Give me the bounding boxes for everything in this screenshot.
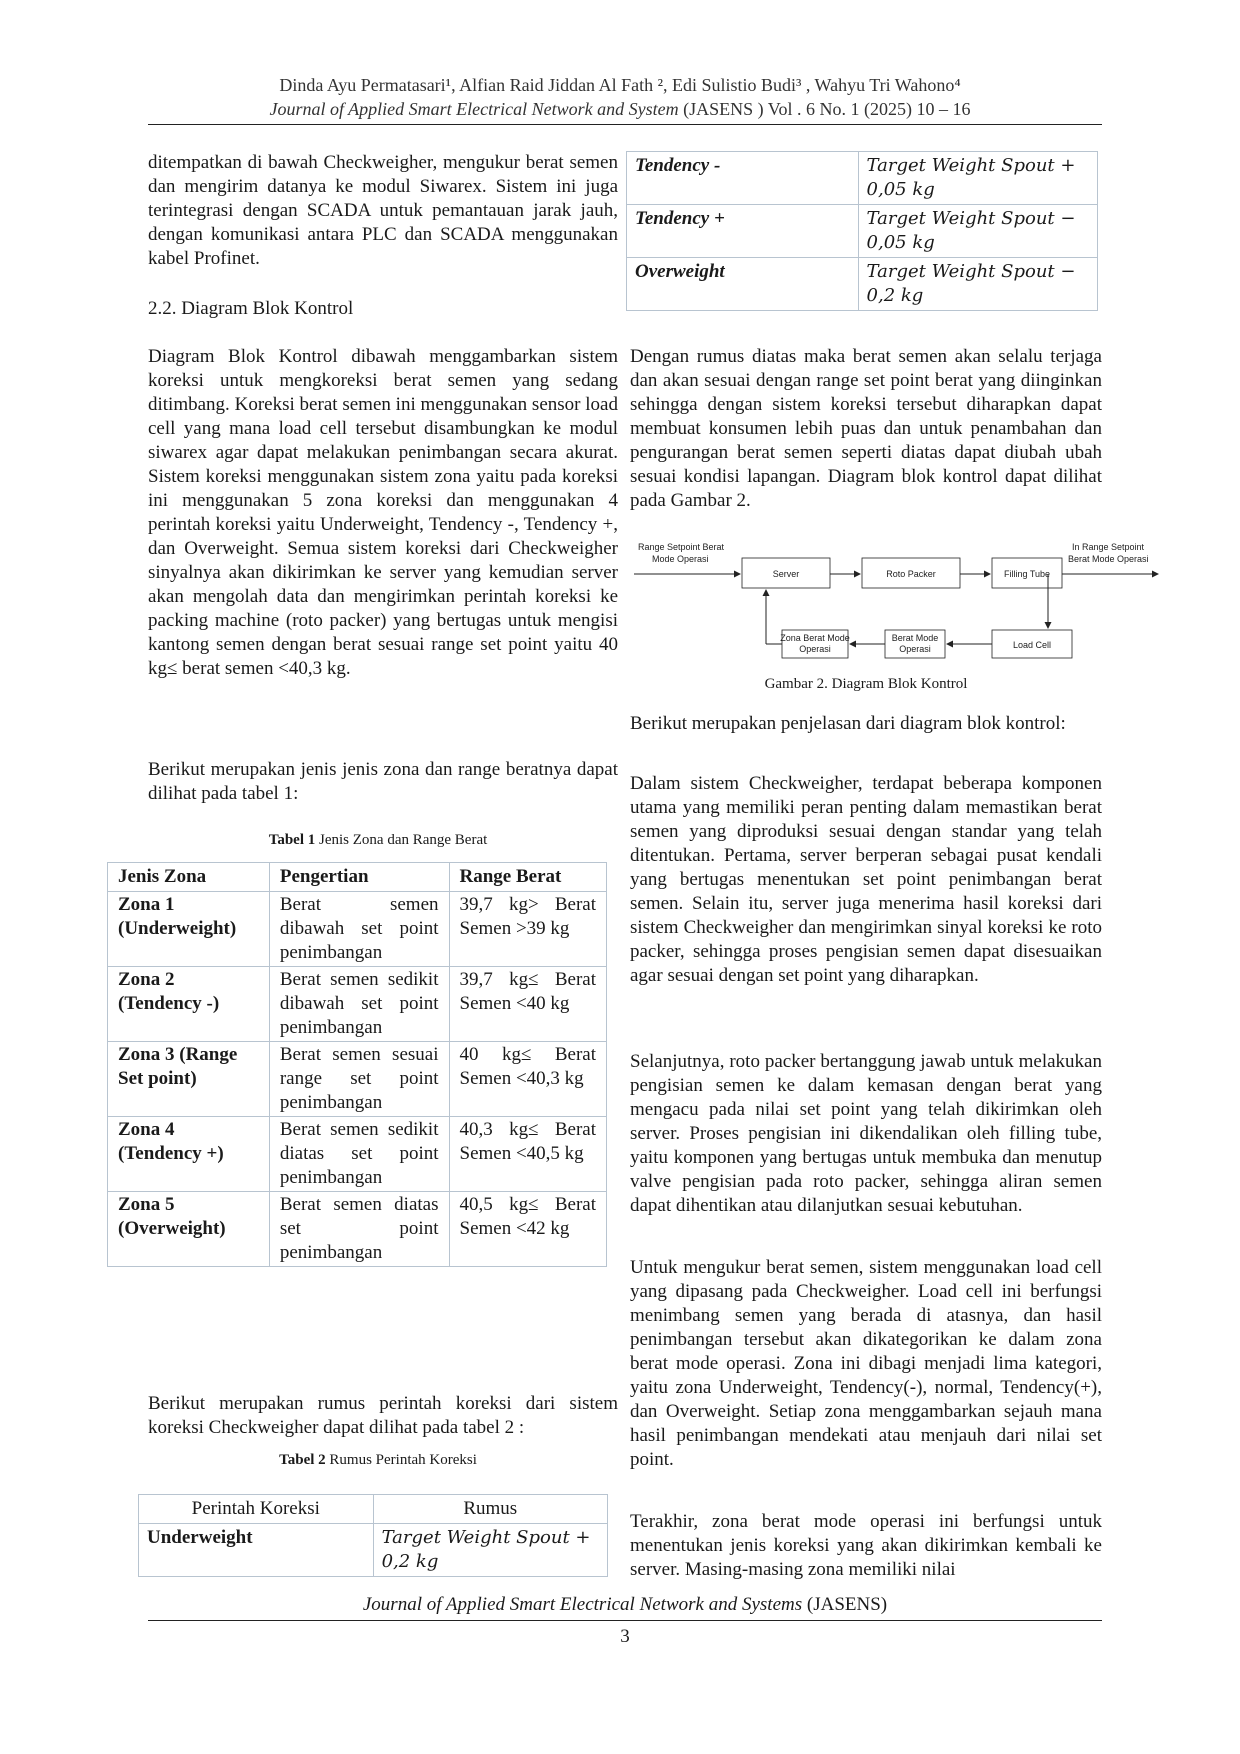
table-cell: Target Weight Spout + 0,2 kg <box>372 1523 609 1577</box>
footer-journal-name: Journal of Applied Smart Electrical Netw… <box>362 1594 803 1615</box>
diagram-output-label: Berat Mode Operasi <box>1068 554 1149 564</box>
table-row: Underweight Target Weight Spout + 0,2 kg <box>138 1523 609 1577</box>
section-heading: 2.2. Diagram Blok Kontrol <box>148 298 354 319</box>
table-header-cell: Pengertian <box>268 862 450 892</box>
table-cell: 39,7 kg≤ Berat Semen <40 kg <box>448 966 607 1042</box>
header-authors: Dinda Ayu Permatasari¹, Alfian Raid Jidd… <box>279 75 961 95</box>
table-row: Overweight Target Weight Spout − 0,2 kg <box>626 257 1099 311</box>
table-header-cell: Perintah Koreksi <box>138 1494 374 1524</box>
table-cell: 40,5 kg≤ Berat Semen <42 kg <box>448 1191 607 1267</box>
table-row: Tendency - Target Weight Spout + 0,05 kg <box>626 151 1099 205</box>
table-row: Zona 1 (Underweight) Berat semen dibawah… <box>107 891 607 967</box>
table1-caption-text: Jenis Zona dan Range Berat <box>315 832 488 848</box>
table-cell: Zona 4 (Tendency +) <box>107 1116 270 1192</box>
table-header-row: Perintah Koreksi Rumus <box>138 1494 609 1524</box>
diagram-block-label: Zona Berat Mode <box>780 633 850 643</box>
table-cell: Zona 2 (Tendency -) <box>107 966 270 1042</box>
header-rule <box>148 124 1102 125</box>
table-cell: Tendency + <box>626 204 859 258</box>
table-header-cell: Rumus <box>372 1494 609 1524</box>
footer-rule <box>148 1620 1102 1621</box>
table2-caption-label: Tabel 2 <box>279 1452 326 1468</box>
table-header-cell: Jenis Zona <box>107 862 270 892</box>
diagram-block-label: Filling Tube <box>1004 569 1050 579</box>
footer-journal-abbr: (JASENS) <box>802 1594 888 1615</box>
header-journal-volume: (JASENS ) Vol . 6 No. 1 (2025) 10 – 16 <box>678 99 971 119</box>
page-number: 3 <box>620 1626 630 1647</box>
diagram-block-label: Berat Mode <box>892 633 939 643</box>
table1-caption: Tabel 1 Jenis Zona dan Range Berat <box>148 832 608 849</box>
right-paragraph-4: Selanjutnya, roto packer bertanggung jaw… <box>630 1051 1102 1216</box>
figure-caption: Gambar 2. Diagram Blok Kontrol <box>764 676 968 692</box>
right-paragraph-2: Berikut merupakan penjelasan dari diagra… <box>630 713 1066 734</box>
table-cell: Zona 3 (Range Set point) <box>107 1041 270 1117</box>
diagram-block-label: Server <box>773 569 800 579</box>
block-diagram: Range Setpoint Berat Mode Operasi In Ran… <box>634 542 1159 659</box>
left-paragraph-3: Berikut merupakan jenis jenis zona dan r… <box>148 759 618 804</box>
table-cell: Berat semen sedikit diatas set point pen… <box>268 1116 450 1192</box>
table-cell: Underweight <box>138 1523 374 1577</box>
diagram-block-berat-mode <box>884 629 946 659</box>
left-paragraph-1: ditempatkan di bawah Checkweigher, mengu… <box>148 152 618 269</box>
table-cell: Target Weight Spout + 0,05 kg <box>857 151 1099 205</box>
formula-table-continued: Tendency - Target Weight Spout + 0,05 kg… <box>626 151 1099 311</box>
table-header-row: Jenis Zona Pengertian Range Berat <box>107 862 607 892</box>
diagram-input-label: Range Setpoint Berat <box>638 542 725 552</box>
diagram-block-label: Roto Packer <box>886 569 936 579</box>
table-row: Zona 2 (Tendency -) Berat semen sedikit … <box>107 966 607 1042</box>
table-cell: Zona 1 (Underweight) <box>107 891 270 967</box>
diagram-block-label: Operasi <box>899 644 931 654</box>
left-paragraph-4: Berikut merupakan rumus perintah koreksi… <box>148 1393 618 1438</box>
table-cell: 40 kg≤ Berat Semen <40,3 kg <box>448 1041 607 1117</box>
header-journal: Journal of Applied Smart Electrical Netw… <box>150 99 1090 120</box>
table1-caption-label: Tabel 1 <box>268 832 316 848</box>
table-cell: Berat semen diatas set point penimbangan <box>268 1191 450 1267</box>
header-journal-name: Journal of Applied Smart Electrical Netw… <box>269 99 679 119</box>
table-cell: Berat semen dibawah set point penimbanga… <box>268 891 450 967</box>
diagram-block-load-cell <box>991 629 1073 659</box>
formula-table: Perintah Koreksi Rumus Underweight Targe… <box>138 1494 609 1577</box>
table-cell: 40,3 kg≤ Berat Semen <40,5 kg <box>448 1116 607 1192</box>
right-paragraph-5: Untuk mengukur berat semen, sistem mengg… <box>630 1257 1102 1470</box>
table-row: Tendency + Target Weight Spout − 0,05 kg <box>626 204 1099 258</box>
table-row: Zona 4 (Tendency +) Berat semen sedikit … <box>107 1116 607 1192</box>
table-cell: 39,7 kg> Berat Semen >39 kg <box>448 891 607 967</box>
diagram-output-label: In Range Setpoint <box>1072 542 1145 552</box>
zone-table: Jenis Zona Pengertian Range Berat Zona 1… <box>107 862 607 1267</box>
table-cell: Target Weight Spout − 0,2 kg <box>857 257 1099 311</box>
table2-caption: Tabel 2 Rumus Perintah Koreksi <box>148 1452 608 1469</box>
right-paragraph-6: Terakhir, zona berat mode operasi ini be… <box>630 1511 1102 1580</box>
diagram-block-label: Load Cell <box>1013 640 1051 650</box>
table-row: Zona 5 (Overweight) Berat semen diatas s… <box>107 1191 607 1267</box>
table-cell: Berat semen sedikit dibawah set point pe… <box>268 966 450 1042</box>
table-cell: Berat semen sesuai range set point penim… <box>268 1041 450 1117</box>
diagram-block-roto-packer <box>861 557 961 589</box>
left-paragraph-2: Diagram Blok Kontrol dibawah menggambark… <box>148 346 618 679</box>
diagram-block-filling-tube <box>991 557 1063 589</box>
table-cell: Zona 5 (Overweight) <box>107 1191 270 1267</box>
table-row: Zona 3 (Range Set point) Berat semen ses… <box>107 1041 607 1117</box>
diagram-block-label: Operasi <box>799 644 831 654</box>
diagram-input-label: Mode Operasi <box>652 554 709 564</box>
right-paragraph-3: Dalam sistem Checkweigher, terdapat bebe… <box>630 773 1102 986</box>
table2-caption-text: Rumus Perintah Koreksi <box>325 1452 477 1468</box>
diagram-block-server <box>741 557 831 589</box>
table-cell: Target Weight Spout − 0,05 kg <box>857 204 1099 258</box>
table-header-cell: Range Berat <box>448 862 607 892</box>
table-cell: Overweight <box>626 257 859 311</box>
footer-journal: Journal of Applied Smart Electrical Netw… <box>148 1594 1102 1616</box>
table-cell: Tendency - <box>626 151 859 205</box>
right-paragraph-1: Dengan rumus diatas maka berat semen aka… <box>630 346 1102 511</box>
diagram-block-zona-berat <box>781 629 849 659</box>
